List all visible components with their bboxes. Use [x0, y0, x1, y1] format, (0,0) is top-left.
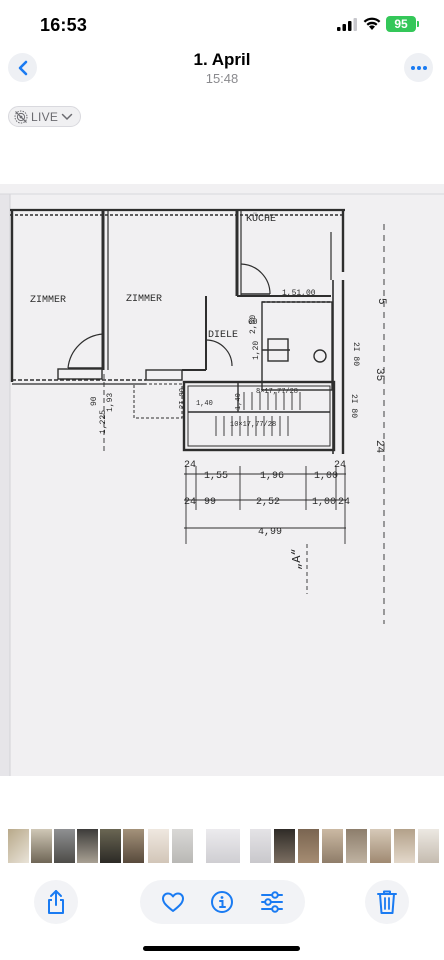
plan-label: 1,225 [99, 410, 108, 434]
dim-row1: 24 [334, 460, 346, 471]
edit-adjust-button[interactable] [252, 882, 292, 922]
status-bar: 16:53 95 [0, 0, 444, 50]
heart-icon [161, 892, 184, 912]
photo-actions-group [140, 880, 305, 924]
plan-label: 2I 80 [179, 388, 187, 409]
wifi-icon [363, 17, 381, 30]
dim-row2: 99 [204, 497, 216, 508]
thumbnail[interactable] [298, 829, 319, 863]
battery-tip [417, 21, 419, 27]
share-icon [48, 890, 64, 914]
thumbnail[interactable] [31, 829, 52, 863]
delete-button[interactable] [365, 880, 409, 924]
plan-label: 10×17,77/28 [230, 421, 276, 429]
info-button[interactable] [202, 882, 242, 922]
thumbnail[interactable] [54, 829, 75, 863]
floor-plan-image: ZIMMER ZIMMER KÜCHE DIELE 1,51,00 60 2,8… [0, 184, 444, 776]
thumbnail[interactable] [394, 829, 415, 863]
thumbnail[interactable] [123, 829, 144, 863]
thumbnail[interactable] [418, 829, 439, 863]
plan-label: 90 [90, 396, 99, 406]
dim-row1: 1,00 [314, 471, 338, 482]
plan-label: 2I 80 [349, 394, 358, 418]
room-label-kueche: KÜCHE [246, 212, 276, 225]
dim-row1: 1,55 [204, 471, 228, 482]
thumbnail[interactable] [322, 829, 343, 863]
favorite-button[interactable] [153, 882, 193, 922]
cellular-signal-icon [337, 18, 357, 31]
room-label-zimmer-right: ZIMMER [126, 294, 162, 305]
back-button[interactable] [8, 53, 37, 82]
thumbnail[interactable] [274, 829, 295, 863]
photo-view[interactable]: ZIMMER ZIMMER KÜCHE DIELE 1,51,00 60 2,8… [0, 184, 444, 776]
live-photo-off-icon [14, 110, 28, 123]
plan-label: 1,20 [252, 341, 261, 360]
live-photo-toggle[interactable]: LIVE [8, 106, 81, 127]
chevron-left-icon [18, 60, 27, 75]
plan-label: 1,51,00 [282, 289, 316, 298]
plan-labels: ZIMMER ZIMMER KÜCHE DIELE 1,51,00 60 2,8… [30, 212, 387, 570]
dim-row1: 1,96 [260, 471, 284, 482]
dim-row1: 24 [184, 460, 196, 471]
dim-row2: 1,00 [312, 497, 336, 508]
thumbnail-selected[interactable] [206, 829, 240, 863]
battery-icon: 95 [386, 16, 416, 32]
plan-label: 1,40 [235, 393, 243, 410]
room-label-zimmer-left: ZIMMER [30, 295, 66, 306]
plan-label: 5 [375, 298, 387, 305]
plan-label: 8×17,77/28 [256, 388, 298, 396]
thumbnail[interactable] [77, 829, 98, 863]
dim-row2: 2,52 [256, 497, 280, 508]
plan-label: 1,40 [196, 400, 213, 408]
page-subtitle-time: 15:48 [205, 71, 239, 86]
info-icon [211, 891, 234, 913]
dim-row2: 24 [184, 497, 196, 508]
dim-row2: 24 [338, 497, 350, 508]
chevron-down-icon [61, 113, 73, 120]
room-label-diele: DIELE [208, 330, 238, 341]
thumbnail[interactable] [346, 829, 367, 863]
trash-icon [377, 890, 397, 914]
thumbnail[interactable] [370, 829, 391, 863]
thumbnail[interactable] [8, 829, 29, 863]
dim-row3: 4,99 [258, 527, 282, 538]
plan-label: 24 [373, 440, 385, 454]
thumbnail-strip[interactable] [0, 829, 444, 863]
more-options-button[interactable] [404, 53, 433, 82]
sliders-icon [261, 891, 284, 913]
home-indicator [143, 946, 300, 951]
plan-label: 2,80 [249, 315, 258, 334]
thumbnail[interactable] [250, 829, 271, 863]
plan-label: 60 [248, 318, 258, 327]
section-mark: „A“ [290, 548, 304, 570]
ellipsis-icon [410, 65, 427, 70]
live-label: LIVE [31, 109, 59, 124]
status-time: 16:53 [40, 15, 88, 35]
thumbnail[interactable] [100, 829, 121, 863]
thumbnail[interactable] [172, 829, 193, 863]
share-button[interactable] [34, 880, 78, 924]
plan-label: 35 [373, 368, 385, 381]
page-title: 1. April [193, 50, 251, 69]
thumbnail[interactable] [148, 829, 169, 863]
plan-label: 2I 80 [351, 342, 360, 366]
plan-label: 1,93 [106, 393, 115, 412]
